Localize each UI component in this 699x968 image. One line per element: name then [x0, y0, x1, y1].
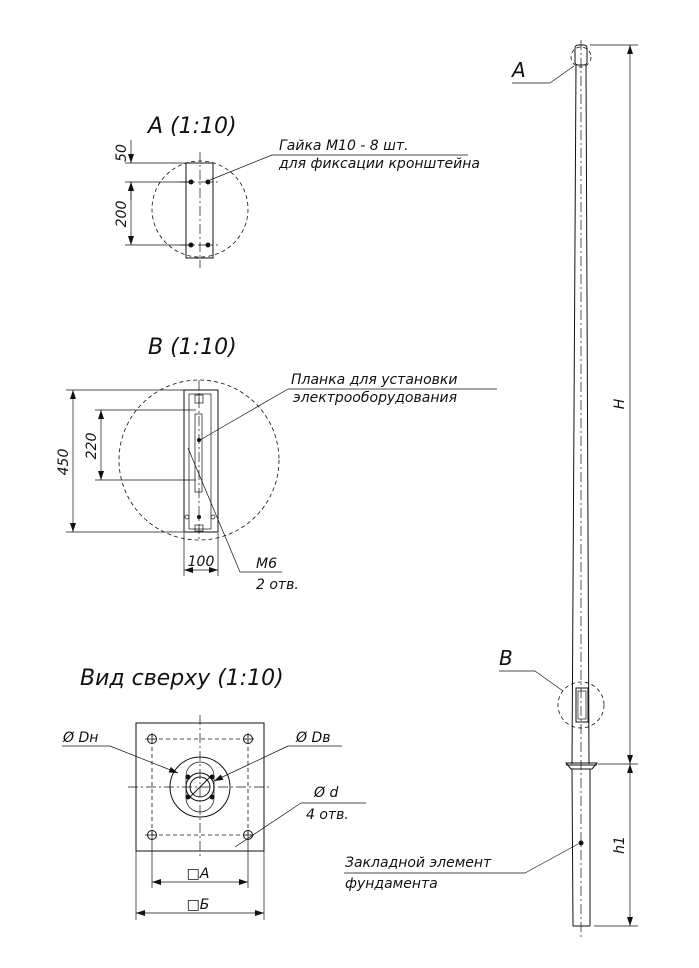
dim-outer-square: □Б	[187, 897, 210, 913]
label-a: А	[510, 58, 526, 82]
top-view: Вид сверху (1:10) Ø Dн Ø Dв Ø d 4 отв.	[62, 666, 366, 920]
dim-inner-square: □А	[187, 866, 210, 882]
detail-b-outer	[183, 389, 219, 533]
mounting-slot	[194, 413, 203, 493]
anchor-hole	[147, 830, 157, 840]
leader-line	[187, 447, 241, 573]
nut-note-line1: Гайка М10 - 8 шт.	[279, 138, 409, 154]
dim-450: 450	[56, 449, 72, 476]
bolt-label: М6	[256, 556, 277, 572]
leader-line	[209, 154, 273, 181]
anchor-hole	[243, 734, 253, 744]
nut-dot	[205, 179, 211, 185]
foundation-note-line2: фундамента	[345, 876, 438, 892]
label-b: В	[499, 646, 513, 670]
inner-dia-label: Ø Dв	[295, 730, 331, 746]
pole-outer	[169, 756, 231, 818]
anchor-hole	[147, 734, 157, 744]
leader-line	[199, 388, 289, 441]
dim-50: 50	[114, 144, 130, 162]
plate-note-line2: электрооборудования	[293, 390, 457, 406]
detail-b-circle	[118, 379, 280, 541]
dim-h1-label: h1	[612, 836, 628, 854]
nut-dot	[188, 242, 194, 248]
detail-a-title: А (1:10)	[146, 114, 237, 139]
detail-a-plate	[185, 162, 214, 259]
embed-left	[571, 768, 574, 927]
leader-line	[109, 745, 179, 774]
leader-line	[549, 65, 575, 84]
detail-b-title: В (1:10)	[148, 335, 237, 360]
detail-b-marker	[557, 681, 605, 729]
leader-line	[534, 670, 564, 692]
outer-dia-label: Ø Dн	[62, 730, 98, 746]
dim-h-label: Н	[612, 398, 628, 409]
nut-dot	[188, 179, 194, 185]
top-view-title: Вид сверху (1:10)	[80, 666, 284, 691]
pole-shaft-left	[571, 64, 577, 765]
foundation-note-line1: Закладной элемент	[345, 855, 492, 871]
nut-dot	[205, 242, 211, 248]
detail-a: А (1:10) 50 200 Гайка М10 - 8 шт. для фи…	[114, 114, 480, 268]
dim-200: 200	[114, 201, 130, 228]
leader-line	[213, 745, 289, 782]
dim-100: 100	[188, 554, 215, 570]
plate-note-line1: Планка для установки	[291, 372, 457, 388]
pole-shaft-right	[585, 64, 590, 765]
hole-count-label: 4 отв.	[306, 807, 349, 823]
pole-elevation: А В Н h1 Закладной элемент фундамента	[344, 40, 638, 938]
detail-b: В (1:10) 450 220 100 Планка для установк…	[56, 335, 497, 593]
service-hatch	[575, 687, 589, 723]
nut-note-line2: для фиксации кронштейна	[278, 156, 480, 172]
leader-line	[524, 843, 579, 874]
bolt-count: 2 отв.	[256, 577, 299, 593]
base-flange	[564, 762, 599, 770]
dim-220: 220	[84, 433, 100, 460]
detail-b-plate	[188, 393, 212, 530]
leader-line	[234, 802, 302, 848]
hole-dia-label: Ø d	[313, 785, 338, 801]
